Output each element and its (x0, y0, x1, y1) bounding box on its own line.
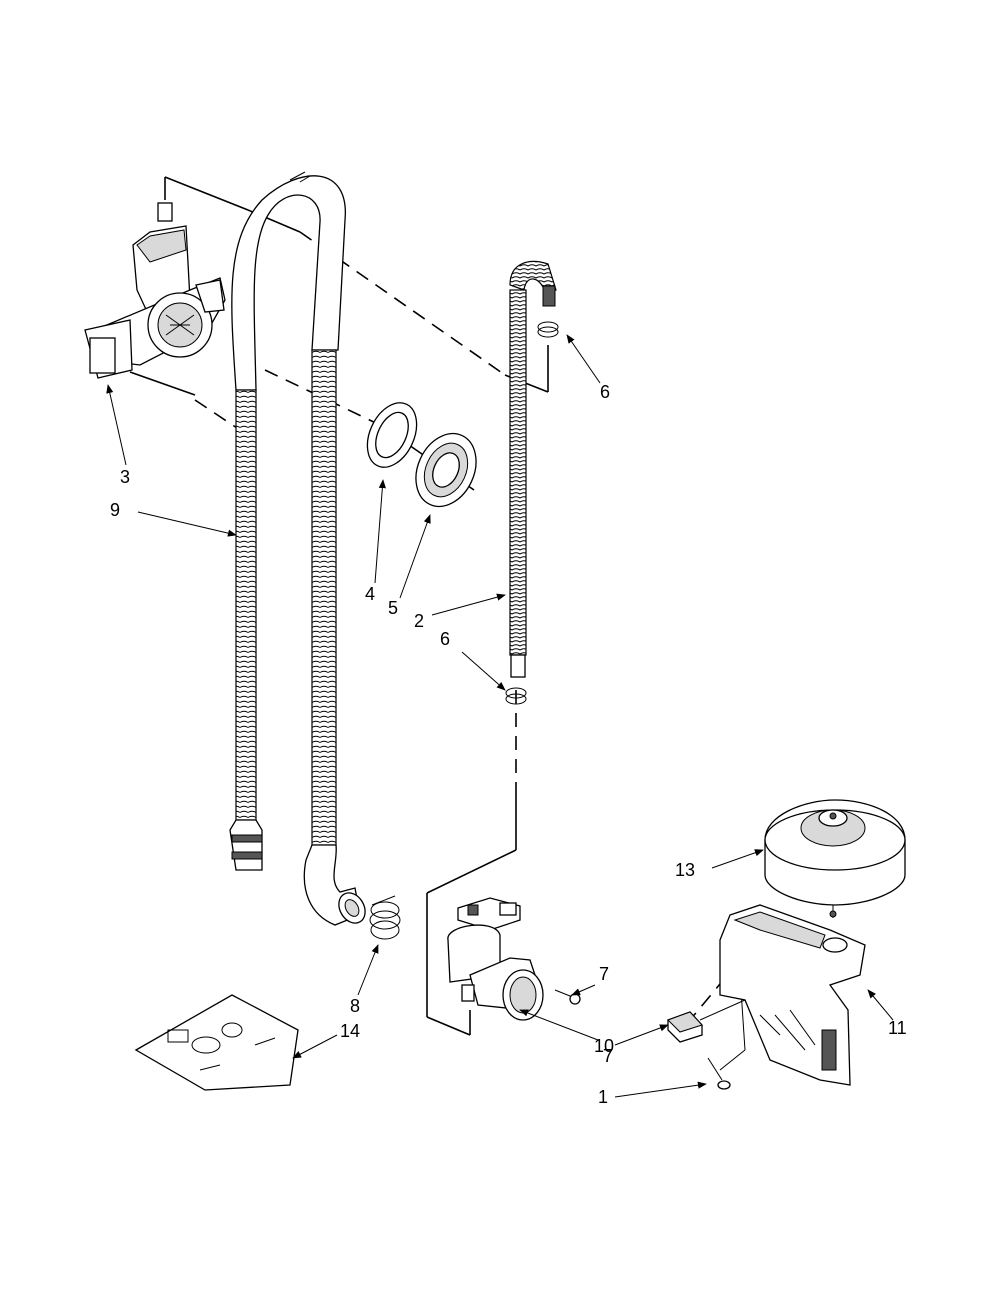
part-8-screw (554, 989, 581, 1005)
part-14-parts-bag (134, 994, 299, 1091)
callout-1: 1 (598, 1087, 608, 1107)
leader-lines (106, 334, 894, 1098)
callout-12: 11 (888, 1018, 907, 1038)
callout-14: 14 (340, 1021, 360, 1041)
callout-3: 3 (120, 467, 130, 487)
part-3-bracket-assembly (84, 202, 226, 379)
callout-7: 7 (603, 1046, 613, 1066)
callout-4: 4 (365, 584, 375, 604)
callout-8: 7 (599, 964, 609, 984)
part-7-water-valve (447, 897, 544, 1021)
part-10-drain-hose (229, 171, 366, 926)
callout-9: 8 (350, 996, 360, 1016)
callout-6-lower: 6 (440, 629, 450, 649)
callout-10: 9 (110, 500, 120, 520)
callout-5: 5 (388, 598, 398, 618)
part-6-clamp-top (537, 321, 559, 338)
callout-11: 10 (594, 1036, 614, 1056)
part-5-nut (415, 432, 477, 508)
part-9-hose-clamp (369, 895, 401, 940)
part-12-float-bracket (719, 904, 866, 1086)
callout-13: 13 (675, 860, 695, 880)
part-11-switch (667, 1011, 703, 1043)
part-1-clip (707, 1057, 731, 1090)
part-2-fill-hose (509, 260, 557, 678)
callout-2: 2 (414, 611, 424, 631)
callout-labels: 3 9 4 5 2 6 6 13 7 8 14 11 10 7 1 (110, 382, 907, 1107)
part-4-gasket (366, 402, 418, 468)
assembly-guide-lines (129, 176, 746, 1071)
part-13-float-cap (764, 799, 906, 918)
part-6-clamp-bottom (505, 687, 527, 705)
callout-6-upper: 6 (600, 382, 610, 402)
